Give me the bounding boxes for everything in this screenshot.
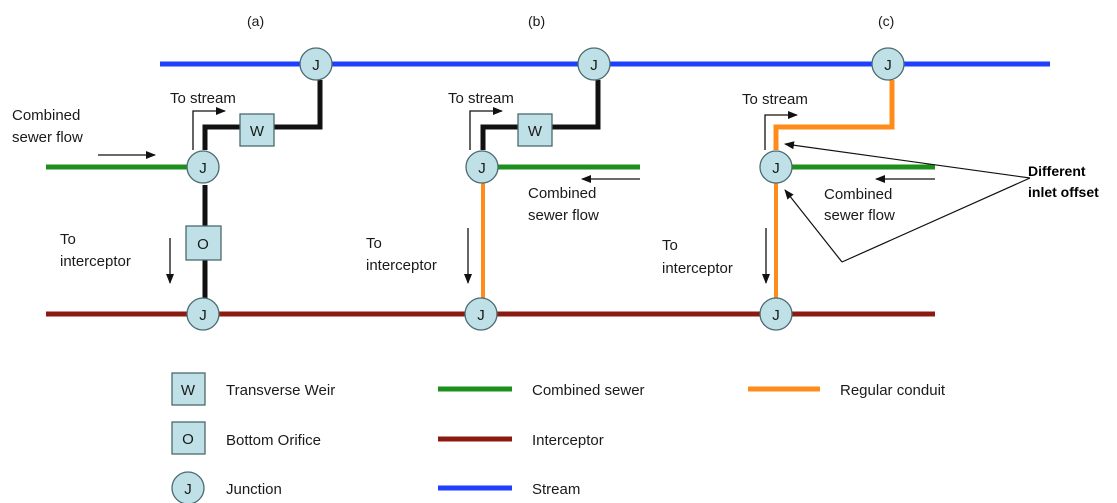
to-stream-label-a: To stream bbox=[170, 90, 236, 107]
combined-sewer-flow-label-b-2: sewer flow bbox=[528, 207, 599, 224]
panel-c: To stream Combined sewer flow To interce… bbox=[662, 47, 1099, 331]
svg-text:J: J bbox=[772, 160, 780, 177]
regular-conduit-c-upper bbox=[773, 80, 895, 150]
legend-orifice-label: Bottom Orifice bbox=[226, 432, 321, 449]
orifice-node-a: O bbox=[185, 225, 222, 261]
junction-b-mid: J bbox=[465, 150, 499, 184]
combined-sewer-flow-label-a-2: sewer flow bbox=[12, 129, 83, 146]
junction-b-stream: J bbox=[577, 47, 611, 81]
junction-a-mid: J bbox=[186, 150, 220, 184]
offset-callout-line-bottom bbox=[841, 177, 1031, 263]
legend-orifice-swatch bbox=[171, 421, 206, 455]
svg-text:J: J bbox=[590, 57, 598, 74]
panel-label-b: (b) bbox=[528, 13, 545, 29]
combined-sewer-flow-label-a: Combined bbox=[12, 107, 80, 124]
svg-text:J: J bbox=[199, 307, 207, 324]
svg-text:J: J bbox=[184, 481, 192, 498]
legend-orifice: O Bottom Orifice bbox=[171, 421, 321, 455]
to-stream-arrow-c bbox=[764, 111, 798, 150]
junction-c-stream: J bbox=[871, 47, 905, 81]
panel-b: To stream Combined sewer flow To interce… bbox=[366, 47, 640, 331]
svg-text:O: O bbox=[197, 236, 209, 253]
to-interceptor-label-c: To bbox=[662, 237, 678, 254]
to-interceptor-label-c-2: interceptor bbox=[662, 260, 733, 277]
junction-a-interceptor: J bbox=[186, 297, 220, 331]
to-stream-arrow-a bbox=[192, 107, 226, 150]
offset-callout-line-top bbox=[784, 141, 1031, 179]
legend-weir-label: Transverse Weir bbox=[226, 382, 335, 399]
svg-text:J: J bbox=[312, 57, 320, 74]
to-interceptor-label-a: To bbox=[60, 231, 76, 248]
legend-junction: J Junction bbox=[171, 471, 282, 503]
svg-text:J: J bbox=[884, 57, 892, 74]
different-inlet-offset-label-2: inlet offset bbox=[1028, 184, 1099, 200]
legend: W Transverse Weir O Bottom Orifice J Jun… bbox=[171, 372, 946, 503]
panel-label-c: (c) bbox=[878, 13, 894, 29]
svg-text:J: J bbox=[772, 307, 780, 324]
to-interceptor-label-a-2: interceptor bbox=[60, 253, 131, 270]
legend-interceptor: Interceptor bbox=[438, 432, 604, 449]
legend-junction-swatch bbox=[171, 471, 205, 503]
legend-combined-sewer-label: Combined sewer bbox=[532, 382, 645, 399]
junction-c-interceptor: J bbox=[759, 297, 793, 331]
different-inlet-offset-label: Different bbox=[1028, 163, 1086, 179]
to-stream-arrow-b bbox=[469, 107, 503, 150]
panel-a: Combined sewer flow To stream To interce… bbox=[12, 47, 333, 331]
junction-b-interceptor: J bbox=[464, 297, 498, 331]
weir-node-b: W bbox=[517, 113, 553, 147]
svg-text:W: W bbox=[528, 123, 543, 140]
junction-c-mid: J bbox=[759, 150, 793, 184]
svg-text:J: J bbox=[199, 160, 207, 177]
svg-text:O: O bbox=[182, 431, 194, 448]
to-stream-label-b: To stream bbox=[448, 90, 514, 107]
to-interceptor-label-b-2: interceptor bbox=[366, 257, 437, 274]
legend-combined-sewer: Combined sewer bbox=[438, 382, 645, 399]
svg-text:J: J bbox=[478, 160, 486, 177]
legend-weir: W Transverse Weir bbox=[171, 372, 335, 406]
legend-regular-conduit: Regular conduit bbox=[748, 382, 946, 399]
offset-callout-line-bottom-2 bbox=[784, 189, 843, 263]
legend-junction-label: Junction bbox=[226, 481, 282, 498]
to-stream-label-c: To stream bbox=[742, 91, 808, 108]
svg-text:W: W bbox=[181, 382, 196, 399]
weir-node-a: W bbox=[239, 113, 275, 147]
combined-sewer-flow-label-b: Combined bbox=[528, 185, 596, 202]
legend-weir-swatch bbox=[171, 372, 206, 406]
svg-text:J: J bbox=[477, 307, 485, 324]
to-interceptor-label-b: To bbox=[366, 235, 382, 252]
legend-stream: Stream bbox=[438, 481, 580, 498]
svg-text:W: W bbox=[250, 123, 265, 140]
legend-stream-label: Stream bbox=[532, 481, 580, 498]
combined-sewer-flow-label-c-2: sewer flow bbox=[824, 207, 895, 224]
legend-regular-conduit-label: Regular conduit bbox=[840, 382, 946, 399]
panel-label-a: (a) bbox=[247, 13, 264, 29]
legend-interceptor-label: Interceptor bbox=[532, 432, 604, 449]
combined-sewer-flow-label-c: Combined bbox=[824, 186, 892, 203]
junction-a-stream: J bbox=[299, 47, 333, 81]
